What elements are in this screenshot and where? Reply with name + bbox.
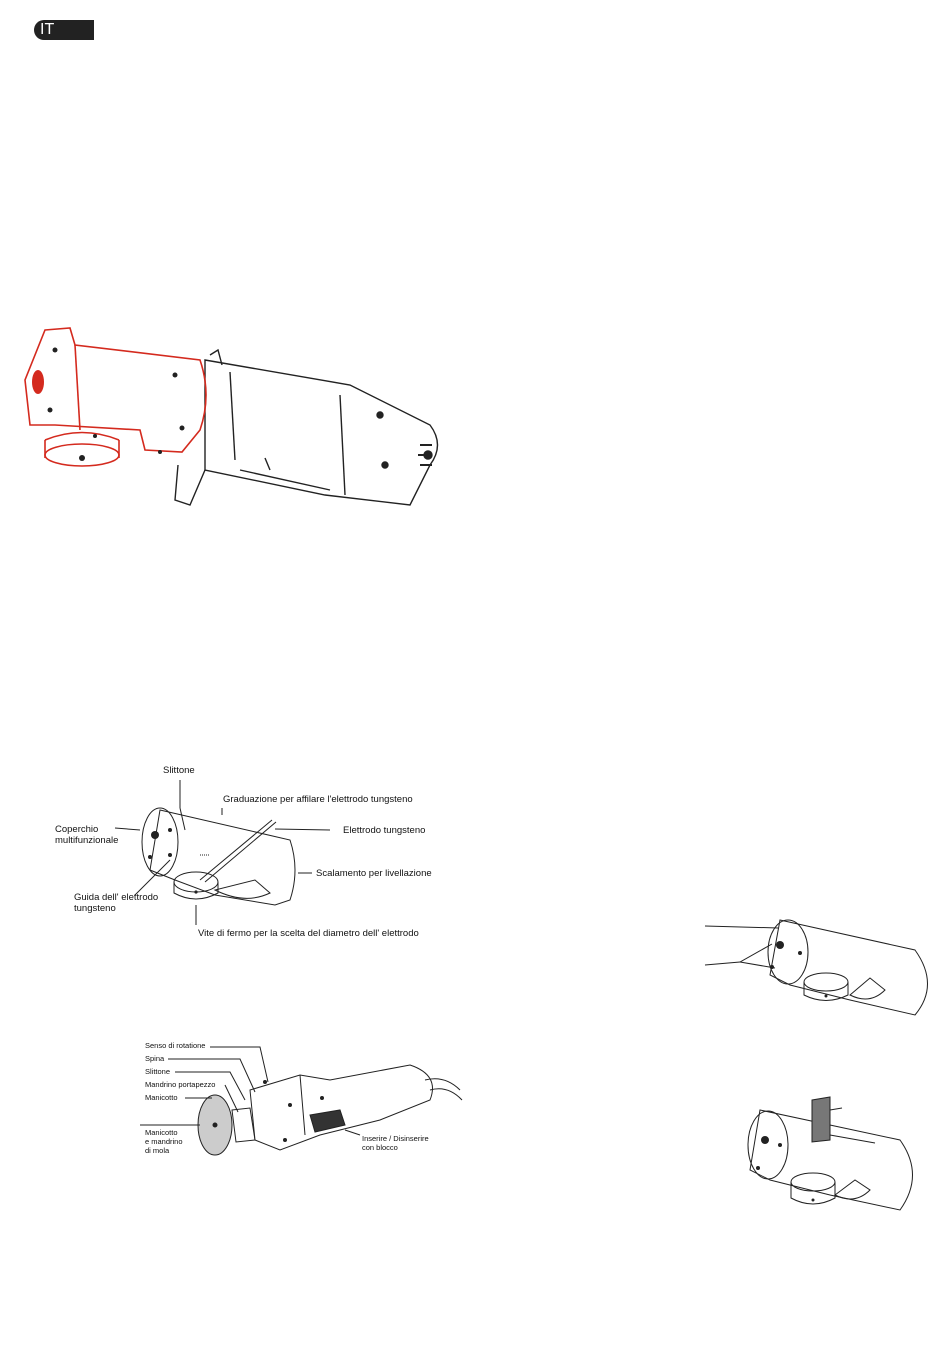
label-slittone: Slittone: [163, 765, 195, 776]
label-inserire: Inserire / Disinserire con blocco: [362, 1134, 429, 1152]
label-graduazione: Graduazione per affilare l'elettrodo tun…: [223, 794, 413, 805]
language-code: IT: [40, 21, 55, 38]
label-manicotto: Manicotto: [145, 1093, 178, 1102]
label-slittone-2: Slittone: [145, 1067, 171, 1076]
label-elettrodo: Elettrodo tungsteno: [343, 825, 426, 836]
label-coperchio: Coperchio multifunzionale: [55, 824, 119, 846]
label-mandrino: Mandrino portapezzo: [145, 1080, 216, 1089]
label-guida: Guida dell' elettrodo tungsteno: [74, 892, 159, 914]
label-spina: Spina: [145, 1054, 165, 1063]
label-senso-rotazione: Senso di rotatione: [145, 1041, 206, 1050]
language-badge: IT: [34, 20, 94, 40]
label-scalamento: Scalamento per livellazione: [316, 868, 432, 879]
label-manicotto-mola: Manicotto e mandrino di mola: [145, 1128, 183, 1155]
label-vite: Vite di fermo per la scelta del diametro…: [198, 928, 419, 939]
